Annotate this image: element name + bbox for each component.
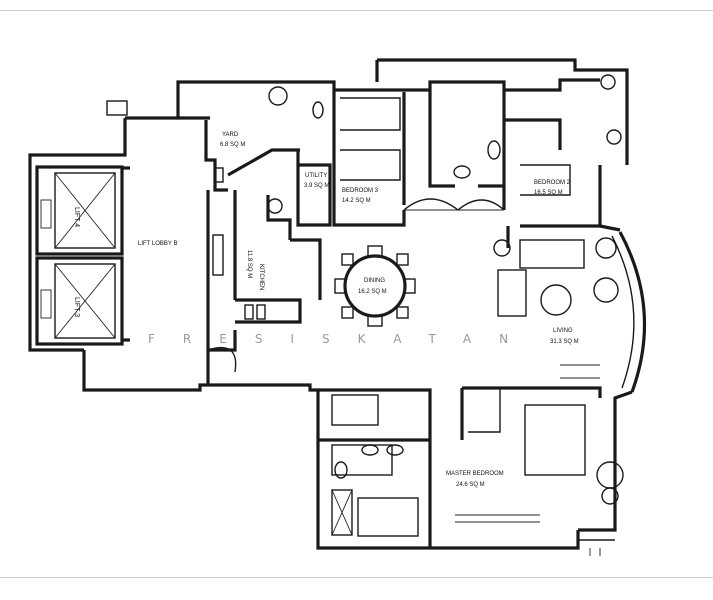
area-master-bedroom: 24.6 SQ M [456, 482, 485, 488]
label-yard: YARD [222, 132, 239, 138]
label-kitchen: KITCHEN [258, 264, 264, 290]
label-lift-4: LIFT 4 [73, 207, 80, 227]
area-bedroom-3: 14.2 SQ M [342, 198, 371, 204]
lift-shafts [35, 165, 130, 346]
area-utility: 3.9 SQ M [304, 183, 329, 189]
label-bedroom-3: BEDROOM 3 [342, 188, 379, 194]
area-living: 31.3 SQ M [550, 339, 579, 345]
label-utility: UTILITY [305, 173, 327, 179]
label-lift-lobby: LIFT LOBBY B [138, 241, 177, 247]
area-bedroom-2: 16.5 SQ M [534, 190, 563, 196]
outer-walls [28, 58, 647, 550]
area-yard: 6.8 SQ M [220, 142, 245, 148]
area-dining: 16.2 SQ M [358, 289, 387, 295]
label-lift-3: LIFT 3 [73, 297, 80, 317]
label-bedroom-2: BEDROOM 2 [534, 180, 571, 186]
plan-frame [0, 10, 713, 578]
label-living: LIVING [553, 328, 573, 334]
watermark: FRESISKATAN [148, 332, 536, 346]
interior-walls [178, 90, 615, 548]
label-dining: DINING [364, 278, 385, 284]
area-kitchen: 11.8 SQ M [246, 250, 252, 278]
fixtures [106, 74, 624, 556]
label-master-bedroom: MASTER BEDROOM [446, 471, 504, 477]
room-labels: YARD 6.8 SQ M UTILITY 3.9 SQ M BEDROOM 3… [73, 132, 579, 488]
